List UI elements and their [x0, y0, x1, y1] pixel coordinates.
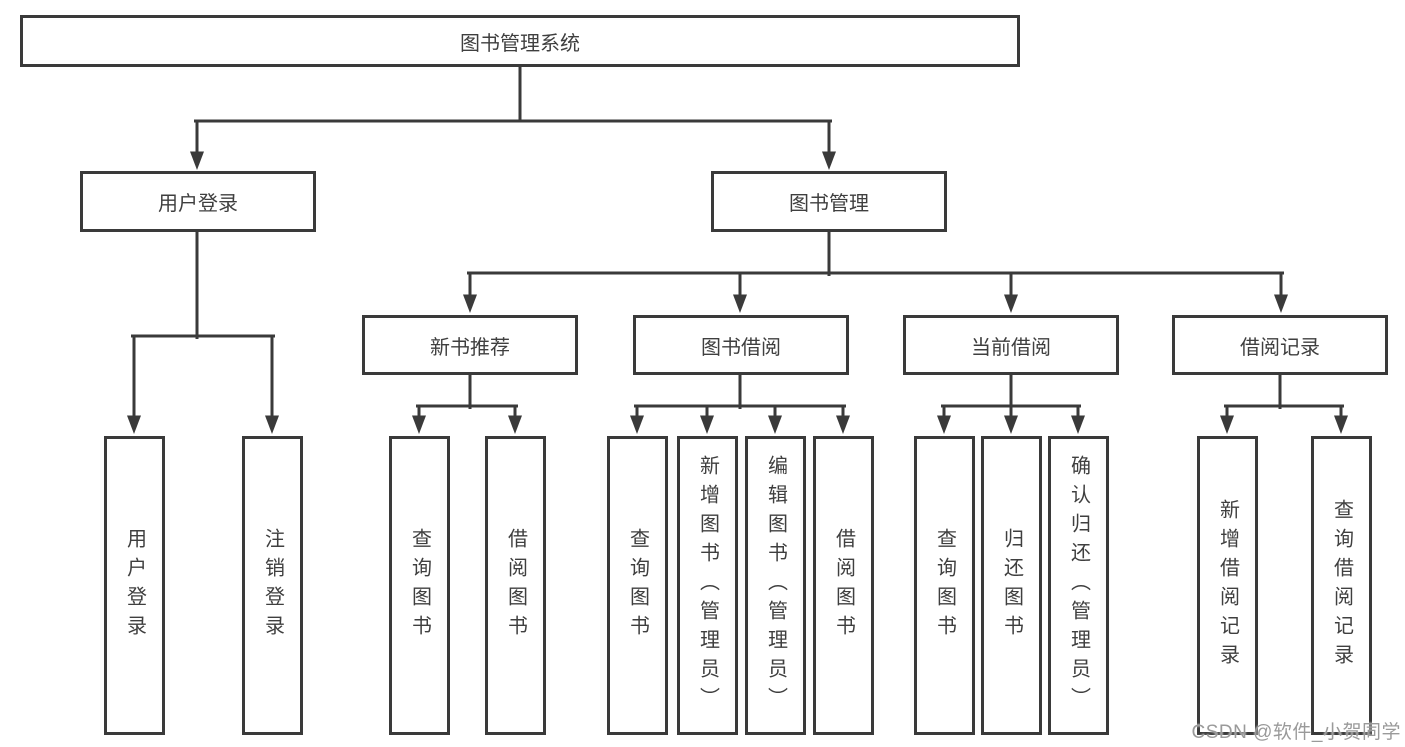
node-label: 新增图书（管理员）	[696, 455, 719, 716]
node-leaf-confirm-return-admin: 确认归还（管理员）	[1048, 436, 1109, 735]
node-current-borrowing: 当前借阅	[903, 315, 1119, 375]
node-label: 借阅记录	[1240, 336, 1320, 359]
node-new-book-recommend: 新书推荐	[362, 315, 578, 375]
node-leaf-logout: 注销登录	[242, 436, 303, 735]
node-label: 查询借阅记录	[1330, 498, 1353, 673]
csdn-watermark: CSDN @软件_小贺同学	[1191, 722, 1401, 743]
node-leaf-user-login: 用户登录	[104, 436, 165, 735]
node-label: 图书管理	[789, 193, 869, 215]
node-label: 注销登录	[261, 527, 284, 644]
node-book-borrowing: 图书借阅	[633, 315, 849, 375]
node-label: 图书借阅	[701, 336, 781, 359]
node-leaf-borrow-books: 借阅图书	[813, 436, 874, 735]
node-leaf-return-books: 归还图书	[981, 436, 1042, 735]
node-borrowing-records: 借阅记录	[1172, 315, 1388, 375]
node-leaf-add-borrow-record: 新增借阅记录	[1197, 436, 1258, 735]
node-label: 新增借阅记录	[1216, 498, 1239, 673]
node-label: 编辑图书（管理员）	[764, 455, 787, 716]
node-label: 归还图书	[1000, 527, 1023, 644]
node-label: 当前借阅	[971, 336, 1051, 359]
node-label: 借阅图书	[832, 527, 855, 644]
node-leaf-query-books-rec: 查询图书	[389, 436, 450, 735]
node-leaf-query-borrow-record: 查询借阅记录	[1311, 436, 1372, 735]
node-leaf-query-books-borrow: 查询图书	[607, 436, 668, 735]
node-book-management: 图书管理	[711, 171, 947, 232]
node-user-login: 用户登录	[80, 171, 316, 232]
node-leaf-add-books-admin: 新增图书（管理员）	[677, 436, 738, 735]
node-label: 查询图书	[408, 527, 431, 644]
node-label: 图书管理系统	[460, 32, 580, 55]
node-label: 借阅图书	[504, 527, 527, 644]
node-label: 新书推荐	[430, 336, 510, 359]
node-label: 查询图书	[933, 527, 956, 644]
node-leaf-borrow-books-rec: 借阅图书	[485, 436, 546, 735]
node-label: 查询图书	[626, 527, 649, 644]
node-label: 确认归还（管理员）	[1067, 455, 1090, 716]
node-library-system: 图书管理系统	[20, 15, 1020, 67]
node-label: 用户登录	[123, 527, 146, 644]
node-leaf-query-books-current: 查询图书	[914, 436, 975, 735]
node-label: 用户登录	[158, 193, 238, 215]
node-leaf-edit-books-admin: 编辑图书（管理员）	[745, 436, 806, 735]
